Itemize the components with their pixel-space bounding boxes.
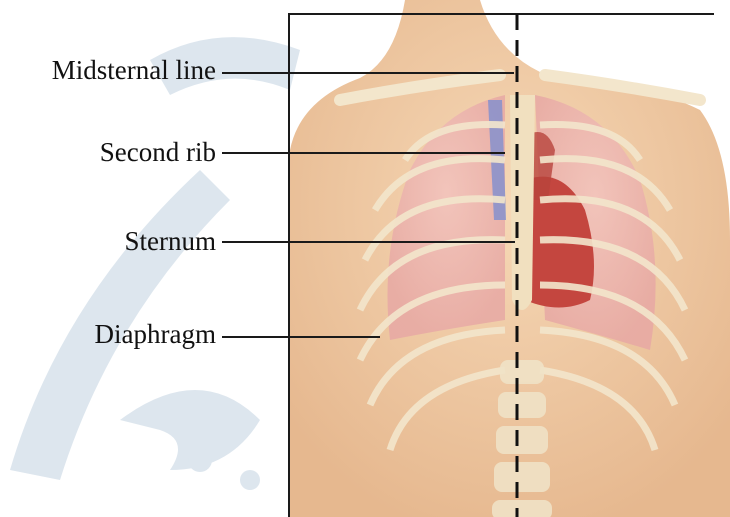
sternum xyxy=(510,95,535,310)
label-midsternal-line: Midsternal line xyxy=(52,57,216,84)
label-diaphragm: Diaphragm xyxy=(95,321,216,348)
watermark xyxy=(10,37,300,490)
label-second-rib: Second rib xyxy=(100,139,216,166)
label-sternum: Sternum xyxy=(125,228,217,255)
